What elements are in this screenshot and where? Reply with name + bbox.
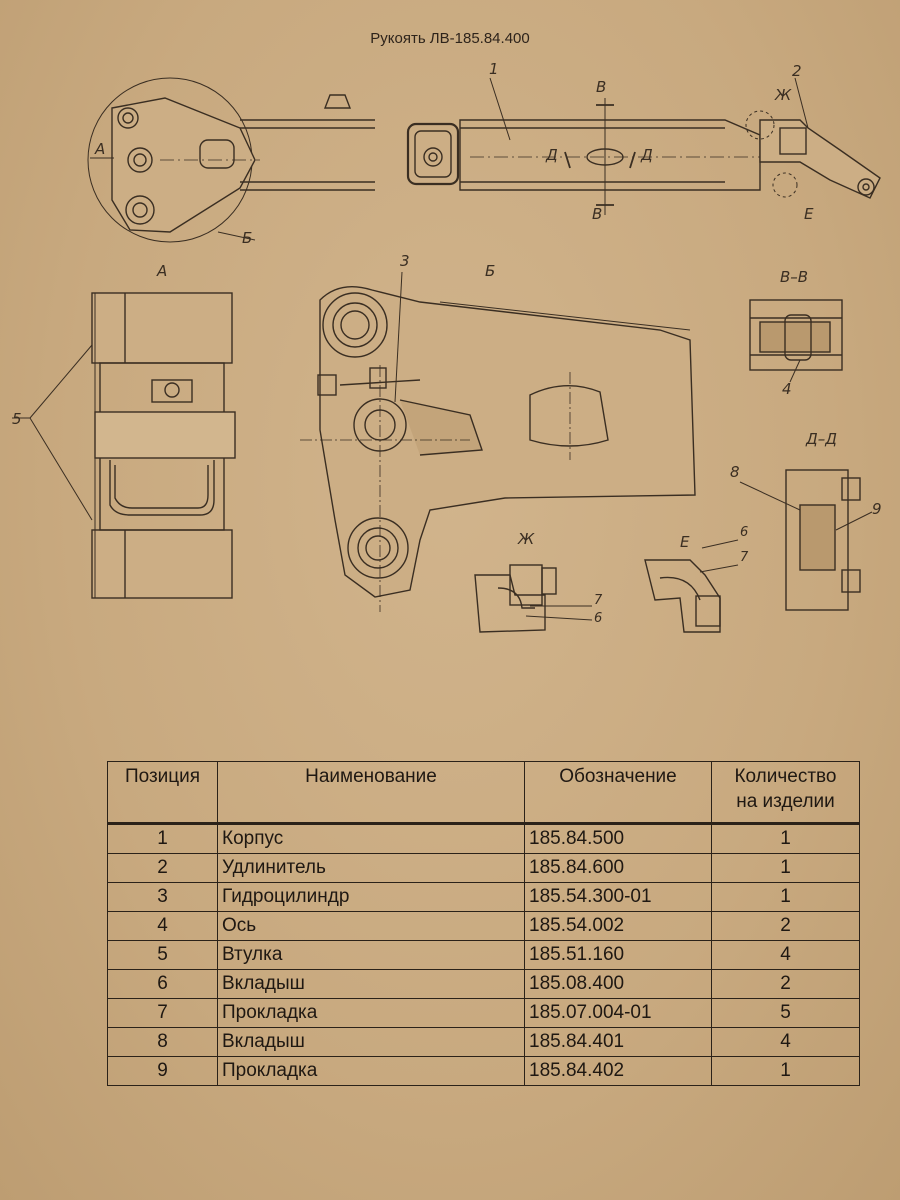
cell-name: Прокладка	[217, 998, 525, 1028]
position-label-7-zh: 7	[594, 593, 603, 608]
parts-list-table: Позиция Наименование Обозначение Количес…	[107, 761, 860, 1086]
cell-name: Корпус	[217, 823, 525, 854]
header-quantity-line2: на изделии	[736, 791, 835, 812]
header-designation: Обозначение	[524, 761, 712, 825]
cell-quantity: 1	[711, 853, 860, 883]
cell-position: 7	[107, 998, 218, 1028]
view-a-title: А	[157, 262, 168, 280]
header-quantity-line1: Количество	[734, 766, 837, 787]
callout-label-2: 2	[792, 62, 802, 80]
section-v-title: В–В	[780, 268, 809, 286]
position-label-3: 3	[400, 252, 410, 270]
cell-position: 5	[107, 940, 218, 970]
view-b-title: Б	[485, 262, 496, 280]
cell-quantity: 2	[711, 969, 860, 999]
cell-name: Втулка	[217, 940, 525, 970]
table-row: 1 Корпус 185.84.500 1	[107, 823, 860, 854]
header-position: Позиция	[107, 761, 218, 825]
table-row: 6 Вкладыш 185.08.400 2	[107, 969, 860, 999]
cell-designation: 185.51.160	[524, 940, 712, 970]
section-d-title: Д–Д	[806, 430, 837, 448]
table-row: 4 Ось 185.54.002 2	[107, 911, 860, 941]
position-label-9: 9	[872, 500, 882, 518]
table-row: 3 Гидроцилиндр 185.54.300-01 1	[107, 882, 860, 912]
cell-quantity: 1	[711, 882, 860, 912]
assembly-drawing	[12, 77, 881, 633]
view-zh-geometry	[474, 564, 593, 633]
position-label-8: 8	[730, 463, 740, 481]
cell-quantity: 4	[711, 1027, 860, 1057]
position-label-5: 5	[12, 410, 22, 428]
cell-name: Гидроцилиндр	[217, 882, 525, 912]
cell-designation: 185.84.402	[524, 1056, 712, 1086]
callout-label-v-top: В	[596, 78, 607, 96]
callout-label-a: А	[95, 140, 106, 158]
view-a-geometry	[12, 292, 236, 599]
cell-designation: 185.54.002	[524, 911, 712, 941]
callout-label-v-bottom: В	[592, 205, 603, 223]
drawing-title: Рукоять ЛВ-185.84.400	[370, 30, 530, 47]
cell-position: 1	[107, 823, 218, 854]
callout-label-1: 1	[489, 60, 499, 78]
cell-position: 8	[107, 1027, 218, 1057]
cell-quantity: 4	[711, 940, 860, 970]
section-v-geometry	[749, 299, 843, 383]
cell-name: Ось	[217, 911, 525, 941]
cell-quantity: 2	[711, 911, 860, 941]
section-d-geometry	[739, 469, 873, 611]
cell-designation: 185.84.401	[524, 1027, 712, 1057]
cell-name: Вкладыш	[217, 969, 525, 999]
cell-position: 9	[107, 1056, 218, 1086]
cell-quantity: 1	[711, 823, 860, 854]
cell-name: Вкладыш	[217, 1027, 525, 1057]
table-header-row: Позиция Наименование Обозначение Количес…	[107, 761, 860, 825]
cell-position: 4	[107, 911, 218, 941]
header-quantity: Количество на изделии	[711, 761, 860, 825]
table-row: 7 Прокладка 185.07.004-01 5	[107, 998, 860, 1028]
view-e-title: Е	[680, 533, 690, 551]
header-name: Наименование	[217, 761, 525, 825]
table-row: 5 Втулка 185.51.160 4	[107, 940, 860, 970]
cell-designation: 185.08.400	[524, 969, 712, 999]
cell-position: 2	[107, 853, 218, 883]
callout-label-e: Е	[804, 205, 814, 223]
table-row: 8 Вкладыш 185.84.401 4	[107, 1027, 860, 1057]
cell-designation: 185.54.300-01	[524, 882, 712, 912]
callout-label-zh: Ж	[775, 86, 792, 104]
cell-name: Прокладка	[217, 1056, 525, 1086]
cell-position: 3	[107, 882, 218, 912]
callout-label-d-right: Д	[641, 146, 653, 164]
view-b-geometry	[300, 271, 696, 612]
position-label-7-e: 7	[740, 550, 749, 565]
cell-quantity: 5	[711, 998, 860, 1028]
cell-designation: 185.84.600	[524, 853, 712, 883]
position-label-4: 4	[782, 380, 792, 398]
position-label-6-e: 6	[740, 525, 749, 540]
callout-label-d-left: Д	[546, 146, 558, 164]
view-zh-title: Ж	[518, 530, 535, 548]
cell-name: Удлинитель	[217, 853, 525, 883]
callout-label-b: Б	[242, 229, 253, 247]
table-row: 2 Удлинитель 185.84.600 1	[107, 853, 860, 883]
cell-designation: 185.07.004-01	[524, 998, 712, 1028]
position-label-6-zh: 6	[594, 611, 603, 626]
main-view-arm	[87, 77, 881, 243]
cell-quantity: 1	[711, 1056, 860, 1086]
cell-designation: 185.84.500	[524, 823, 712, 854]
table-row: 9 Прокладка 185.84.402 1	[107, 1056, 860, 1086]
view-e-geometry	[644, 539, 739, 633]
cell-position: 6	[107, 969, 218, 999]
